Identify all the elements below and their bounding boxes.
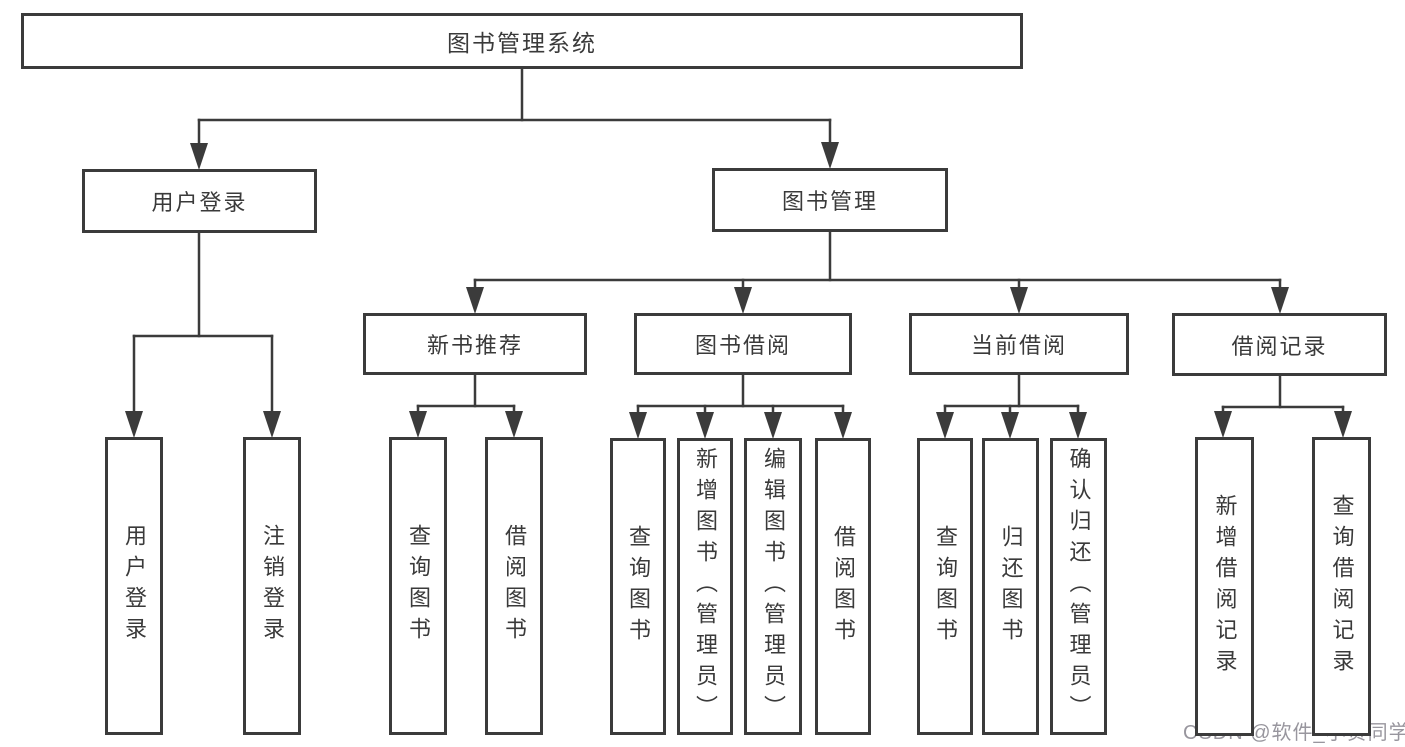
diagram-node-library-management-system: 图书管理系统: [21, 13, 1023, 69]
diagram-node-add-borrow-record: 新增借阅记录: [1195, 437, 1254, 736]
node-label-confirm-return-admin: 确认归还（管理员）: [1066, 447, 1092, 726]
arrowhead-icon: [1271, 287, 1289, 314]
diagram-node-edit-book-admin: 编辑图书（管理员）: [744, 438, 802, 735]
diagram-node-book-borrowing: 图书借阅: [634, 313, 852, 375]
arrowhead-icon: [734, 287, 752, 314]
diagram-node-logout-leaf: 注销登录: [243, 437, 301, 735]
diagram-node-user-login-module: 用户登录: [82, 169, 317, 233]
arrowhead-icon: [764, 412, 782, 439]
node-label-query-borrow-record: 查询借阅记录: [1329, 493, 1355, 680]
arrowhead-icon: [190, 143, 208, 170]
node-label-add-borrow-record: 新增借阅记录: [1212, 493, 1238, 680]
node-label-add-book-admin: 新增图书（管理员）: [693, 447, 718, 726]
node-label-query-books-current: 查询图书: [933, 524, 958, 649]
diagram-node-borrowing-records: 借阅记录: [1172, 313, 1387, 376]
arrowhead-icon: [1214, 411, 1232, 438]
node-label-borrow-books-recommend: 借阅图书: [502, 524, 527, 648]
diagram-node-book-management-module: 图书管理: [712, 168, 948, 232]
diagram-node-query-books-recommend: 查询图书: [389, 437, 447, 735]
arrowhead-icon: [409, 411, 427, 438]
arrowhead-icon: [696, 412, 714, 439]
diagram-node-query-borrow-record: 查询借阅记录: [1312, 437, 1371, 736]
diagram-node-confirm-return-admin: 确认归还（管理员）: [1050, 438, 1107, 735]
node-label-book-management-module: 图书管理: [781, 189, 878, 214]
arrowhead-icon: [263, 411, 281, 438]
arrowhead-icon: [125, 411, 143, 438]
arrowhead-icon: [1010, 287, 1028, 314]
diagram-node-current-borrowing: 当前借阅: [909, 313, 1129, 375]
node-label-new-book-recommend: 新书推荐: [426, 333, 523, 358]
node-label-book-borrowing: 图书借阅: [694, 333, 791, 358]
arrowhead-icon: [629, 412, 647, 439]
arrowhead-icon: [821, 142, 839, 169]
diagram-node-return-books: 归还图书: [982, 438, 1039, 735]
node-label-query-books-recommend: 查询图书: [406, 524, 431, 648]
diagram-node-new-book-recommend: 新书推荐: [363, 313, 587, 375]
diagram-node-query-books-current: 查询图书: [917, 438, 973, 735]
node-label-borrow-books-borrowing: 借阅图书: [831, 524, 856, 649]
arrowhead-icon: [1069, 412, 1087, 439]
diagram-node-query-books-borrowing: 查询图书: [610, 438, 666, 735]
arrowhead-icon: [505, 411, 523, 438]
node-label-edit-book-admin: 编辑图书（管理员）: [761, 447, 786, 726]
arrowhead-icon: [466, 287, 484, 314]
node-label-query-books-borrowing: 查询图书: [626, 524, 651, 649]
node-label-return-books: 归还图书: [998, 524, 1024, 649]
diagram-node-borrow-books-borrowing: 借阅图书: [815, 438, 871, 735]
arrowhead-icon: [936, 412, 954, 439]
diagram-node-borrow-books-recommend: 借阅图书: [485, 437, 543, 735]
arrowhead-icon: [1334, 411, 1352, 438]
diagram-node-user-login-leaf: 用户登录: [105, 437, 163, 735]
node-label-logout-leaf: 注销登录: [260, 524, 285, 648]
node-label-user-login-leaf: 用户登录: [122, 524, 147, 648]
arrowhead-icon: [834, 412, 852, 439]
node-label-current-borrowing: 当前借阅: [970, 333, 1067, 358]
node-label-user-login-module: 用户登录: [151, 190, 248, 215]
arrowhead-icon: [1001, 412, 1019, 439]
node-label-library-management-system: 图书管理系统: [447, 30, 597, 56]
node-label-borrowing-records: 借阅记录: [1231, 333, 1328, 359]
diagram-node-add-book-admin: 新增图书（管理员）: [677, 438, 733, 735]
